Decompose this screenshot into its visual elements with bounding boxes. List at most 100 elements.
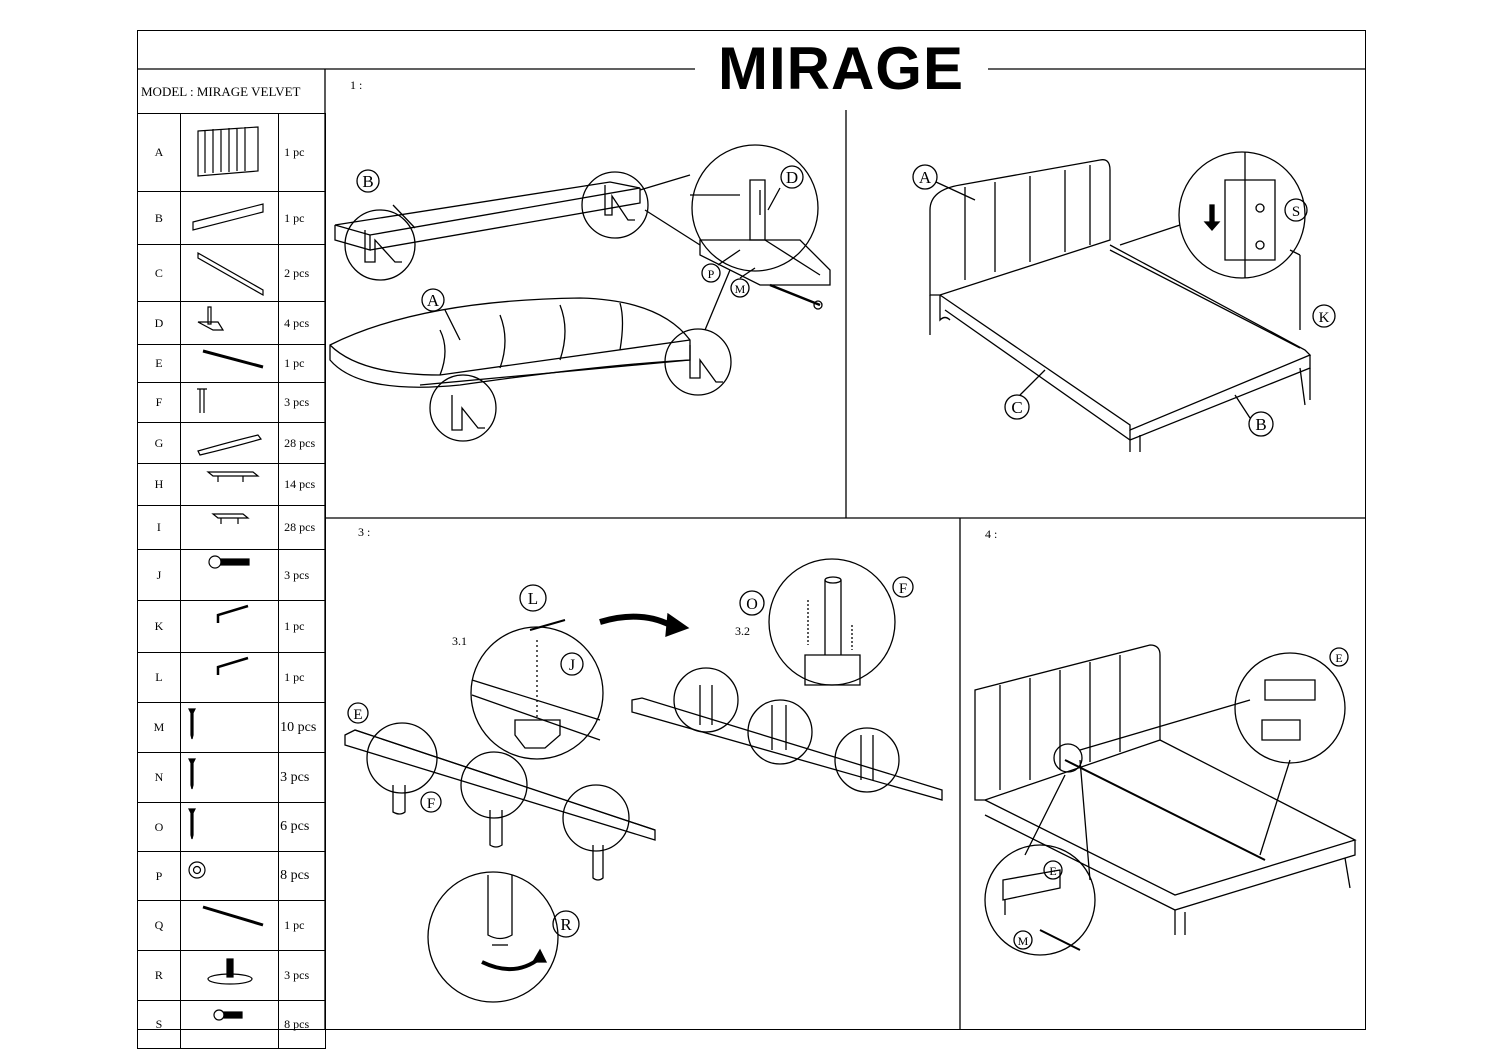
part-quantity: 1 pc [278,113,326,192]
step-1-label: 1 : [350,78,363,92]
part-quantity: 3 pcs [278,752,326,803]
callout-o: O [746,596,758,613]
callout-e2: E [1049,864,1056,878]
part-letter: N [137,752,181,803]
callout-e: E [353,707,362,723]
page-title: MIRAGE [718,35,964,102]
slat-icon [197,434,263,456]
step-3-label: 3 : [358,525,371,539]
part-letter: O [137,802,181,852]
callout-m: M [735,282,746,296]
part-row-k: K 1 pc [137,600,326,653]
part-letter: S [137,1000,181,1049]
part-letter: B [137,191,181,245]
part-quantity: 6 pcs [278,802,326,852]
part-letter: M [137,702,181,753]
callout-l: L [528,589,538,608]
callout-a: A [919,168,932,187]
screw-icon [188,808,197,840]
step-2-diagram: A S K C B [912,151,1336,452]
washer-icon [188,861,207,879]
rod-icon [203,905,264,927]
part-letter: C [137,244,181,302]
part-quantity: 10 pcs [278,702,326,753]
part-image [179,802,280,852]
part-letter: A [137,113,181,192]
part-image [179,950,280,1001]
part-image [179,382,280,423]
part-quantity: 14 pcs [278,463,326,506]
footboard-rail-icon [192,203,265,231]
step-3-1-label: 3.1 [452,634,467,648]
callout-a: A [427,291,440,310]
part-quantity: 1 pc [278,900,326,951]
callout-r: R [560,915,572,934]
part-quantity: 1 pc [278,191,326,245]
part-image [179,549,280,601]
part-image [179,752,280,803]
step-1-diagram: B A D P M [329,144,831,442]
part-quantity: 1 pc [278,344,326,383]
step-4-label: 4 : [985,527,998,541]
screw-icon [188,708,197,740]
headboard-icon [197,125,260,177]
grid-lines [137,68,1366,1030]
model-name: MODEL : MIRAGE VELVET [141,84,301,99]
part-quantity: 4 pcs [278,301,326,345]
callout-f2: F [899,581,907,597]
part-image [179,702,280,753]
callout-d: D [786,168,798,187]
callout-p: P [708,267,715,281]
part-image [179,463,280,506]
part-letter: J [137,549,181,601]
part-image [179,600,280,653]
part-quantity: 8 pcs [278,1000,326,1049]
part-letter: R [137,950,181,1001]
step-3-2-label: 3.2 [735,624,750,638]
allen-key-icon [217,604,249,623]
part-letter: K [137,600,181,653]
part-image [179,851,280,901]
part-quantity: 1 pc [278,652,326,703]
part-quantity: 28 pcs [278,422,326,464]
part-row-n: N 3 pcs [137,752,326,803]
part-row-r: R 3 pcs [137,950,326,1001]
part-letter: P [137,851,181,901]
callout-e: E [1335,651,1342,665]
part-row-m: M 10 pcs [137,702,326,753]
short-bolt-icon [213,1009,244,1021]
callout-b: B [362,172,373,191]
part-letter: L [137,652,181,703]
slat-holder-single-icon [211,513,251,524]
long-bolt-icon [208,555,251,569]
slat-holder-double-icon [206,471,261,482]
allen-key-icon [217,656,249,675]
part-image [179,652,280,703]
screw-icon [188,758,197,790]
center-leg-icon [197,388,208,413]
part-row-e: E 1 pc [137,344,326,383]
part-quantity: 3 pcs [278,950,326,1001]
leg-bracket-icon [198,306,225,331]
side-rail-icon [197,251,265,297]
part-quantity: 3 pcs [278,382,326,423]
part-image [179,1000,280,1049]
part-row-s: S 8 pcs [137,1000,326,1049]
part-row-l: L 1 pc [137,652,326,703]
part-row-o: O 6 pcs [137,802,326,852]
part-letter: E [137,344,181,383]
part-quantity: 1 pc [278,600,326,653]
part-image [179,301,280,345]
step-3-diagram: L J E F R O F [344,558,943,1003]
callout-j: J [569,657,575,674]
part-row-a: A 1 pc [137,113,326,192]
callout-s: S [1292,204,1300,220]
callout-k: K [1319,310,1330,326]
